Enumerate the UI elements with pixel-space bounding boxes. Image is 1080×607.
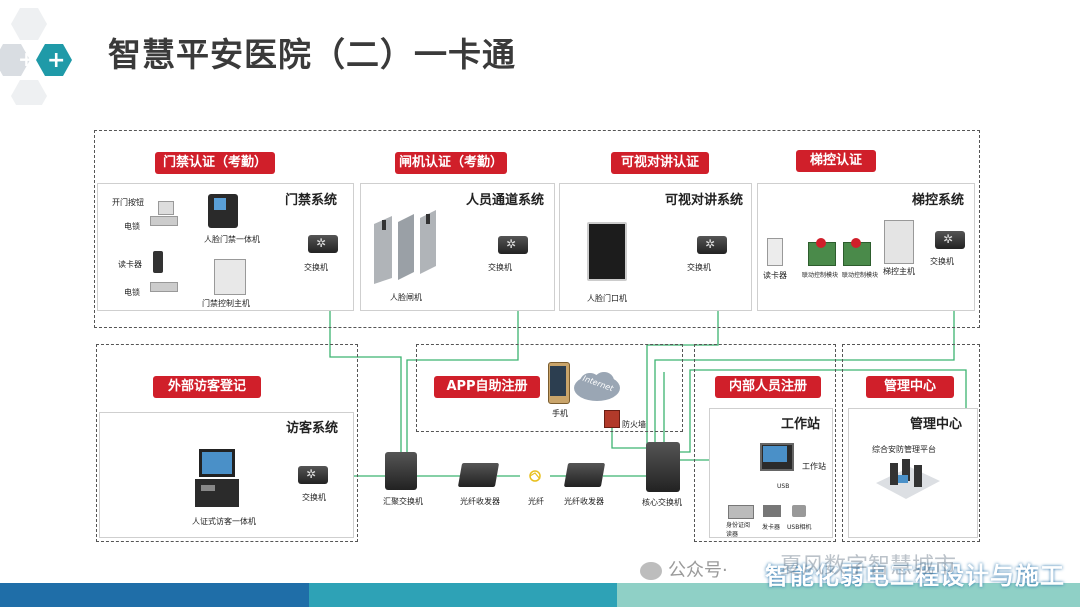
label-fiber-transceiver-1: 光纤收发器	[460, 497, 500, 506]
usb-camera-icon	[792, 505, 806, 517]
electric-lock-icon	[150, 282, 178, 292]
warning-dot-icon	[816, 238, 826, 248]
label-aggregation-switch: 汇聚交换机	[383, 497, 423, 506]
face-turnstile-icon	[372, 208, 444, 284]
label-open-button: 开门按钮	[112, 198, 144, 207]
elevator-system-name: 梯控系统	[912, 193, 965, 208]
id-reader-icon	[728, 505, 754, 519]
aggregation-switch-icon	[385, 452, 417, 490]
label-usb-camera: USB相机	[787, 524, 812, 531]
electric-lock-icon	[150, 216, 178, 226]
fiber-transceiver-icon	[457, 463, 500, 487]
internal-section-frame	[694, 344, 836, 542]
svg-text:+: +	[47, 48, 65, 73]
label-face-turnstile: 人脸闸机	[390, 293, 422, 302]
tag-elevator-auth: 梯控认证	[796, 150, 876, 172]
tag-visitor-registration: 外部访客登记	[153, 376, 261, 398]
label-access-controller: 门禁控制主机	[202, 299, 250, 308]
switch-icon	[935, 231, 965, 249]
face-door-station-icon	[587, 222, 627, 281]
tag-app-registration: APP自助注册	[434, 376, 540, 398]
intercom-system-name: 可视对讲系统	[665, 193, 744, 208]
label-lock-2: 电锁	[124, 288, 140, 297]
brand-watermark: 智能化弱电工程设计与施工	[765, 562, 1065, 590]
label-linkage-module-1: 联动控制模块	[802, 272, 839, 279]
terminal-screen-icon	[214, 198, 226, 210]
label-elevator-card-reader: 读卡器	[763, 271, 787, 280]
label-switch-visitor: 交换机	[302, 493, 326, 502]
app-section-frame	[416, 344, 683, 432]
fiber-transceiver-icon	[563, 463, 606, 487]
label-face-door-station: 人脸门口机	[587, 294, 627, 303]
label-switch-intercom: 交换机	[687, 263, 711, 272]
tag-intercom-auth: 可视对讲认证	[611, 152, 709, 174]
switch-icon	[308, 235, 338, 253]
visitor-kiosk-icon	[193, 447, 241, 509]
label-fiber-transceiver-2: 光纤收发器	[564, 497, 604, 506]
management-title: 管理中心	[910, 417, 963, 432]
label-fiber: 光纤	[528, 497, 544, 506]
label-phone: 手机	[552, 409, 568, 418]
gate-system-name: 人员通道系统	[466, 193, 545, 208]
label-card-reader: 读卡器	[118, 260, 142, 269]
label-core-switch: 核心交换机	[642, 498, 682, 507]
phone-screen-icon	[550, 366, 566, 396]
elevator-controller-icon	[884, 220, 914, 264]
tag-gate-auth: 闸机认证（考勤）	[395, 152, 507, 174]
workstation-title: 工作站	[781, 417, 821, 432]
wechat-icon	[640, 562, 662, 580]
switch-icon	[298, 466, 328, 484]
visitor-system-name: 访客系统	[286, 421, 339, 436]
label-lock-1: 电锁	[124, 222, 140, 231]
top-section-frame	[94, 130, 980, 328]
label-face-access-terminal: 人脸门禁一体机	[204, 235, 260, 244]
visitor-section-frame	[96, 344, 358, 542]
wechat-label: 公众号·	[668, 560, 728, 581]
mgmt-section-frame	[842, 344, 980, 542]
switch-icon	[498, 236, 528, 254]
label-visitor-kiosk: 人证式访客一体机	[192, 517, 256, 526]
logo-hexagons: + +	[0, 8, 72, 105]
label-linkage-module-2: 联动控制模块	[842, 272, 879, 279]
server-room-icon	[870, 455, 942, 501]
label-id-reader: 身份证阅读器	[726, 522, 751, 538]
label-usb: USB	[777, 483, 790, 490]
internet-cloud-icon	[572, 370, 622, 404]
card-reader-icon	[153, 251, 163, 273]
label-security-platform: 综合安防管理平台	[872, 445, 936, 454]
access-controller-icon	[214, 259, 246, 295]
tag-management-center: 管理中心	[866, 376, 954, 398]
linkage-module-icon	[808, 242, 836, 266]
switch-icon	[697, 236, 727, 254]
page-title: 智慧平安医院（二）一卡通	[108, 35, 516, 74]
firewall-icon	[604, 410, 620, 428]
label-workstation: 工作站	[802, 462, 826, 471]
wechat-watermark: 公众号·	[640, 556, 728, 582]
svg-text:+: +	[18, 47, 35, 71]
warning-dot-icon	[851, 238, 861, 248]
label-elevator-controller: 梯控主机	[883, 267, 915, 276]
open-button-icon	[158, 201, 174, 215]
footer-band	[0, 583, 1080, 607]
card-issuer-icon	[763, 505, 781, 517]
label-card-issuer: 发卡器	[762, 524, 781, 531]
monitor-screen-icon	[763, 446, 787, 462]
access-system-name: 门禁系统	[285, 193, 338, 208]
label-switch-gate: 交换机	[488, 263, 512, 272]
label-switch-access: 交换机	[304, 263, 328, 272]
tag-access-auth: 门禁认证（考勤）	[155, 152, 275, 174]
label-switch-elevator: 交换机	[930, 257, 954, 266]
card-reader-icon	[767, 238, 783, 266]
tag-internal-registration: 内部人员注册	[715, 376, 821, 398]
core-switch-icon	[646, 442, 680, 492]
label-firewall: 防火墙	[622, 420, 646, 429]
overlay-watermark: 夏风数字智慧城市	[780, 554, 957, 579]
